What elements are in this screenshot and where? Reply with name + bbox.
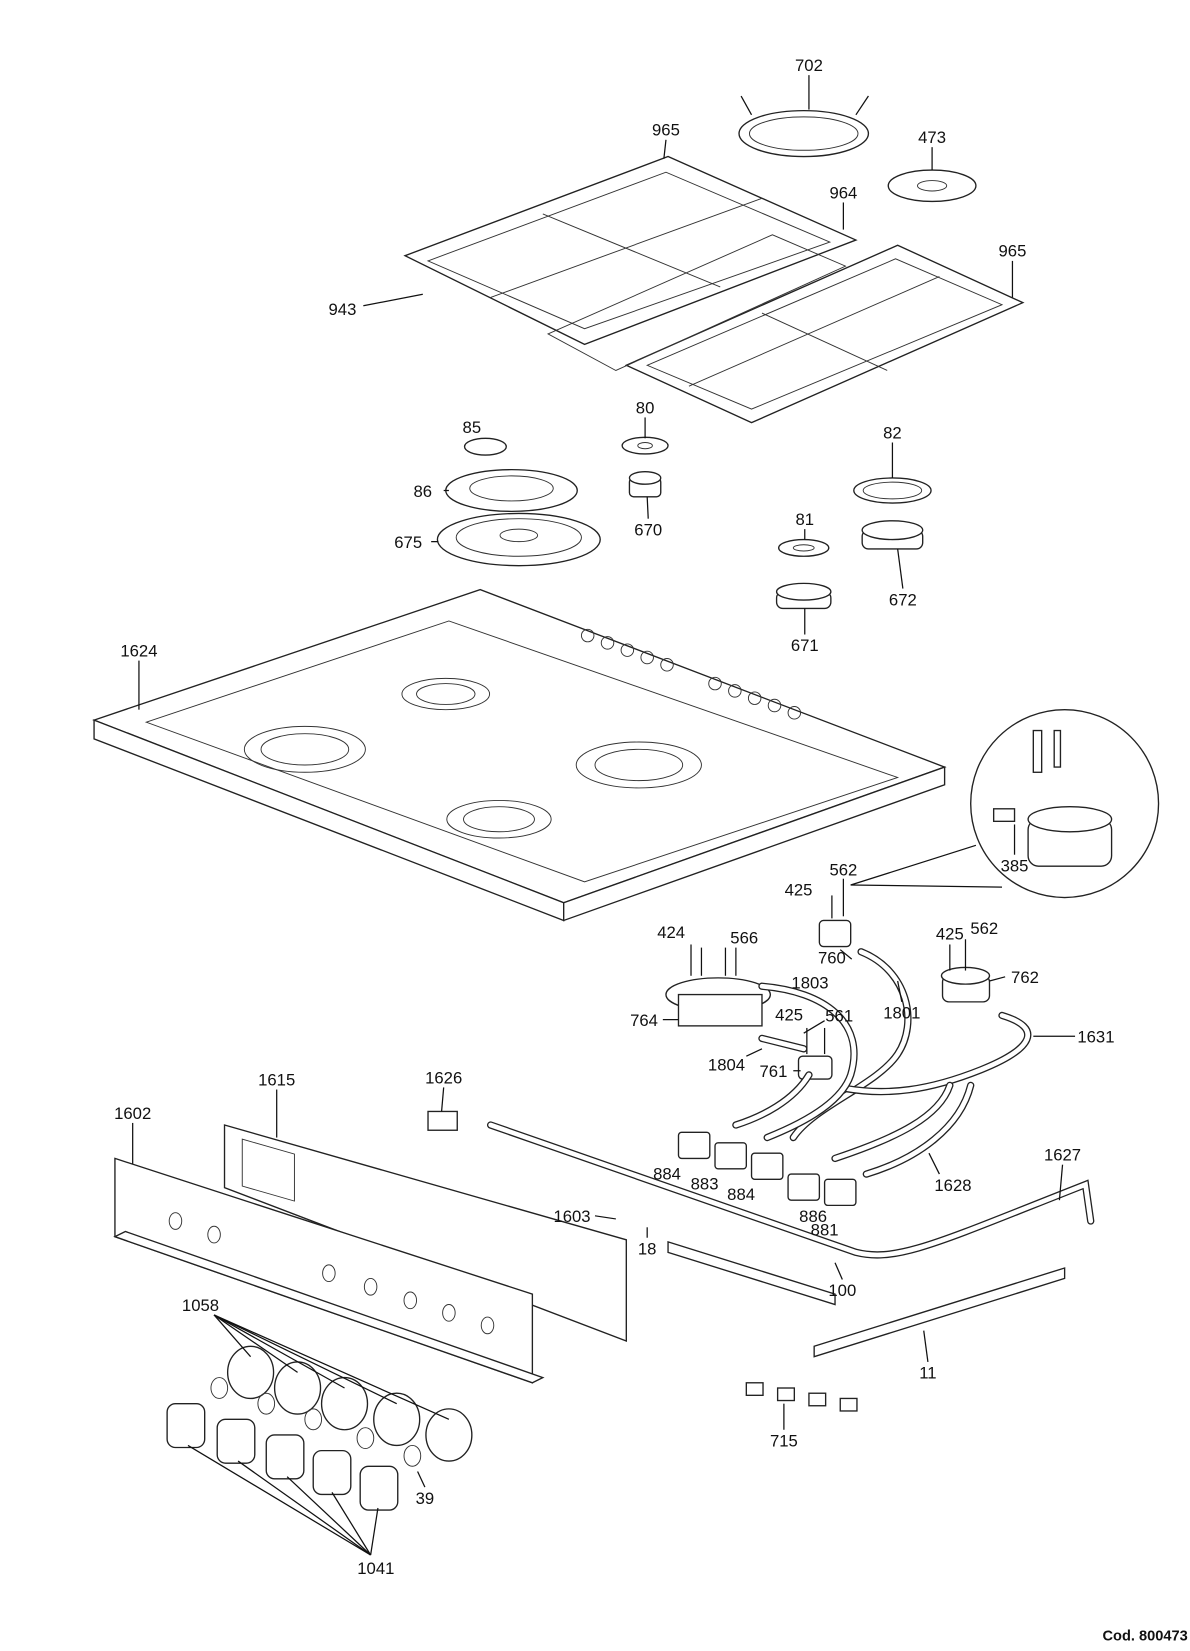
label-85: 85 [463, 418, 482, 437]
label-562: 562 [829, 861, 857, 880]
label-18: 18 [638, 1239, 657, 1258]
wok-support-702 [739, 96, 868, 157]
label-425: 425 [775, 1006, 803, 1025]
label-943: 943 [329, 300, 357, 319]
label-1602: 1602 [114, 1104, 151, 1123]
label-672: 672 [889, 590, 917, 609]
label-884: 884 [653, 1164, 681, 1183]
label-1804: 1804 [708, 1056, 745, 1075]
label-86: 86 [414, 482, 433, 501]
label-1801: 1801 [883, 1004, 920, 1023]
label-424: 424 [657, 923, 685, 942]
label-1803: 1803 [791, 973, 828, 992]
label-883: 883 [691, 1175, 719, 1194]
bracket-1626 [428, 1111, 457, 1130]
document-code: Cod. 800473 [1102, 1629, 1187, 1645]
label-561: 561 [825, 1007, 853, 1026]
label-1626: 1626 [425, 1068, 462, 1087]
burner-parts [437, 437, 931, 608]
label-1041: 1041 [357, 1559, 394, 1578]
label-100: 100 [828, 1281, 856, 1300]
label-965: 965 [999, 242, 1027, 261]
label-11: 11 [919, 1364, 936, 1383]
label-1615: 1615 [258, 1070, 295, 1089]
gas-valves [678, 1132, 855, 1205]
label-964: 964 [829, 183, 857, 202]
label-425: 425 [785, 880, 813, 899]
simmer-plate-473 [888, 170, 976, 201]
label-760: 760 [818, 948, 846, 967]
label-1603: 1603 [553, 1207, 590, 1226]
label-881: 881 [811, 1221, 839, 1240]
knob-bezels-1058 [228, 1346, 472, 1461]
label-1624: 1624 [120, 641, 157, 660]
label-80: 80 [636, 398, 655, 417]
bracket-100 [668, 1242, 835, 1305]
label-670: 670 [634, 520, 662, 539]
label-562: 562 [970, 919, 998, 938]
label-82: 82 [883, 423, 902, 442]
label-715: 715 [770, 1431, 798, 1450]
label-1628: 1628 [934, 1176, 971, 1195]
label-425: 425 [936, 924, 964, 943]
label-761: 761 [760, 1062, 788, 1081]
label-385: 385 [1001, 856, 1029, 875]
label-675: 675 [394, 533, 422, 552]
label-965: 965 [652, 121, 680, 140]
label-473: 473 [918, 128, 946, 147]
switch-harness-715 [746, 1383, 857, 1411]
label-671: 671 [791, 636, 819, 655]
label-1631: 1631 [1077, 1028, 1114, 1047]
label-762: 762 [1011, 968, 1039, 987]
label-1058: 1058 [182, 1296, 219, 1315]
label-39: 39 [416, 1489, 435, 1508]
label-81: 81 [795, 510, 814, 529]
label-566: 566 [730, 928, 758, 947]
label-702: 702 [795, 56, 823, 75]
label-1627: 1627 [1044, 1146, 1081, 1165]
label-764: 764 [630, 1011, 658, 1030]
label-884: 884 [727, 1185, 755, 1204]
